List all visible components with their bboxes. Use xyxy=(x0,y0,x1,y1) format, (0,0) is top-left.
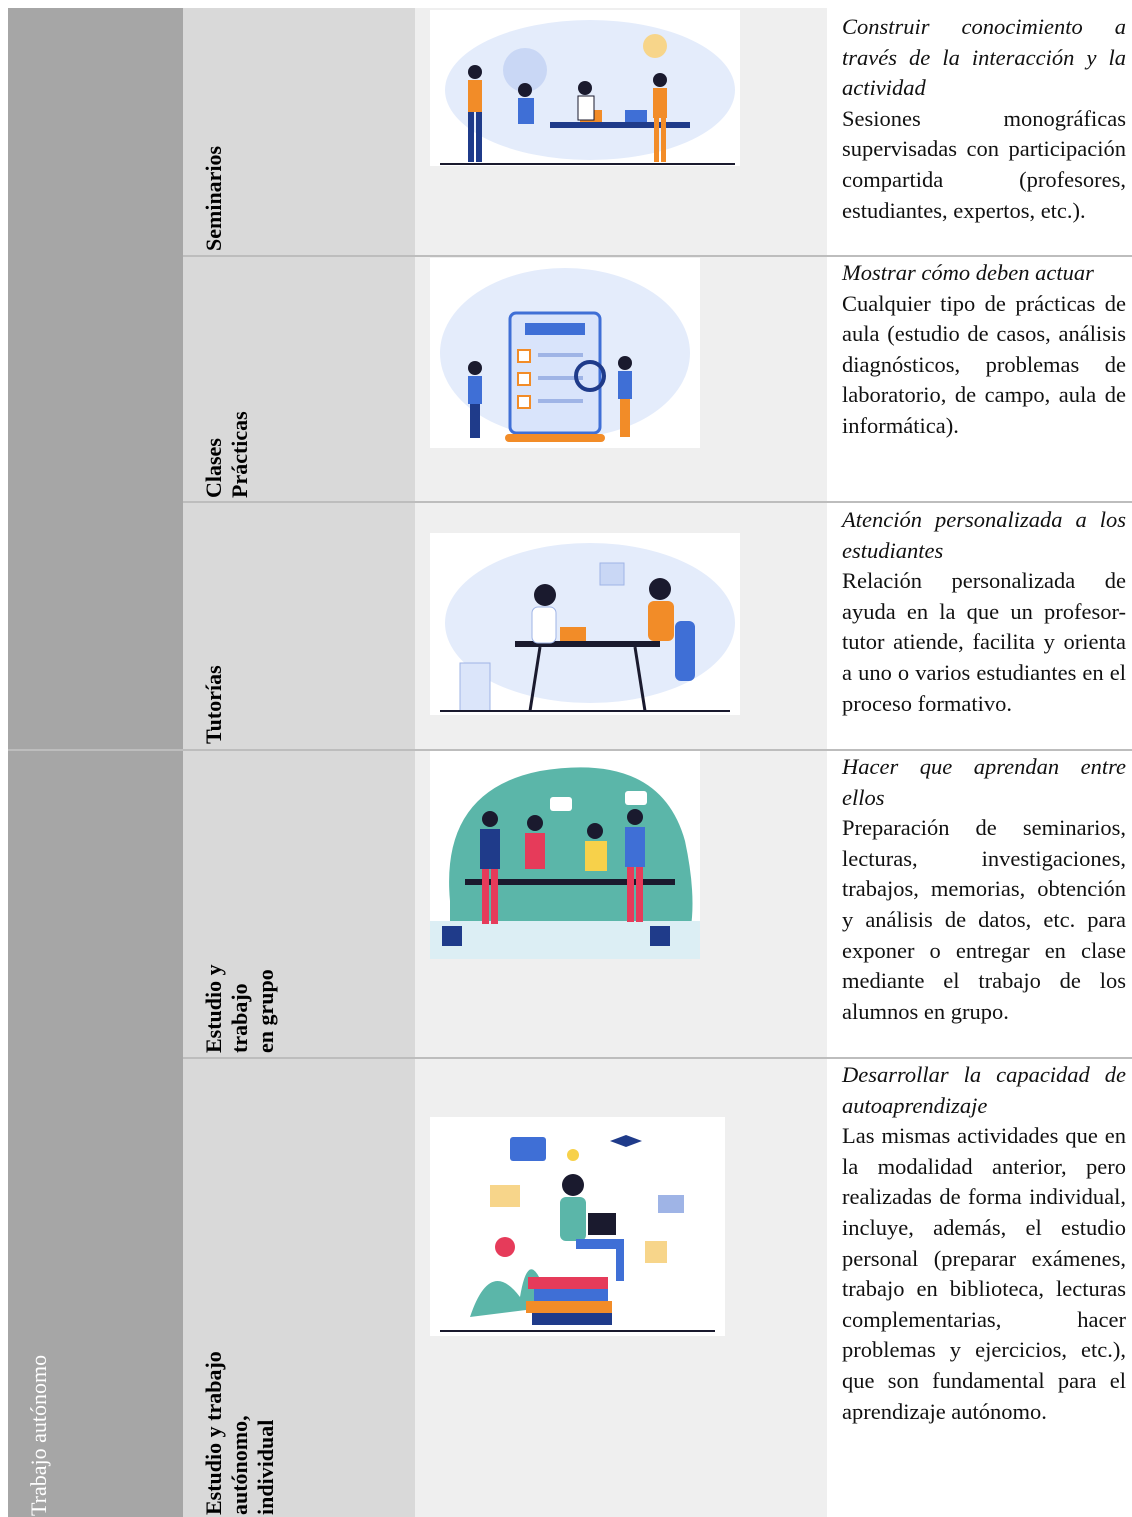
row-objective: Construir conocimiento a través de la in… xyxy=(842,14,1126,101)
self-learning-illustration xyxy=(430,1117,725,1336)
tutoring-conversation-illustration xyxy=(430,533,740,715)
modality-label: Tutorías xyxy=(201,665,226,744)
row-description-text: Las mismas actividades que en la modalid… xyxy=(842,1123,1126,1424)
row-objective: Hacer que aprendan entre ellos xyxy=(842,754,1126,810)
group-label-trabajo-autonomo: Trabajo autónomo xyxy=(26,1354,51,1516)
modality-label: Estudio y trabajo en grupo xyxy=(201,964,278,1053)
modality-cell-seminarios: Seminarios xyxy=(183,8,415,256)
row-description-text: Cualquier tipo de prácticas de aula (est… xyxy=(842,290,1126,438)
modality-cell-estudio-grupo: Estudio y trabajo en grupo xyxy=(183,750,415,1058)
modality-cell-clases-practicas: Clases Prácticas xyxy=(183,256,415,502)
modality-label: Estudio y trabajo autónomo, individual xyxy=(201,1351,278,1515)
group-cell-1 xyxy=(8,8,183,750)
row-objective: Desarrollar la capacidad de autoaprendiz… xyxy=(842,1062,1126,1118)
row-description-clases-practicas: Mostrar cómo deben actuar Cualquier tipo… xyxy=(842,258,1126,442)
team-meeting-illustration xyxy=(430,10,740,166)
modality-cell-tutorias: Tutorías xyxy=(183,502,415,750)
row-description-estudio-individual: Desarrollar la capacidad de autoaprendiz… xyxy=(842,1060,1126,1427)
row-description-tutorias: Atención personalizada a los estudiantes… xyxy=(842,505,1126,719)
row-objective: Atención personalizada a los estudiantes xyxy=(842,507,1126,563)
group-cell-2: Trabajo autónomo xyxy=(8,750,183,1517)
modality-label: Seminarios xyxy=(201,145,226,251)
row-objective: Mostrar cómo deben actuar xyxy=(842,260,1094,285)
modality-cell-estudio-individual: Estudio y trabajo autónomo, individual xyxy=(183,1058,415,1517)
row-description-text: Sesiones monográficas supervisadas con p… xyxy=(842,105,1126,223)
rules-checklist-illustration xyxy=(430,258,700,448)
row-description-seminarios: Construir conocimiento a través de la in… xyxy=(842,12,1126,226)
group-work-illustration xyxy=(430,751,700,959)
modality-label: Clases Prácticas xyxy=(201,411,252,498)
row-description-text: Relación personalizada de ayuda en la qu… xyxy=(842,568,1126,716)
row-description-estudio-grupo: Hacer que aprendan entre ellos Preparaci… xyxy=(842,752,1126,1027)
row-description-text: Preparación de seminarios, lecturas, inv… xyxy=(842,815,1126,1024)
